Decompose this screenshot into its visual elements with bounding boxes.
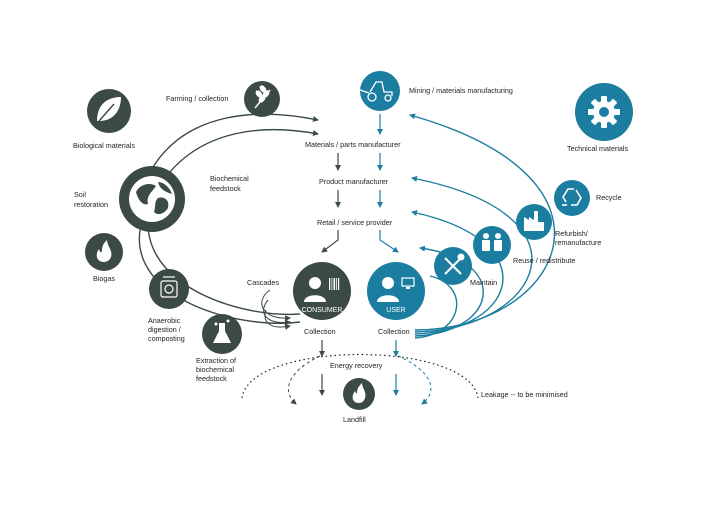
label-consumer: CONSUMER — [302, 307, 343, 314]
cascades-arrows — [261, 289, 291, 330]
label-collection-consumer: Collection — [304, 327, 336, 336]
node-farming — [244, 81, 280, 117]
label-refurbish-1: Refurbish/ — [555, 229, 588, 238]
node-anaerobic — [149, 269, 189, 309]
label-biogas: Biogas — [93, 274, 115, 283]
node-user: USER — [367, 262, 425, 320]
flame-icon — [96, 240, 112, 262]
node-soil-restoration — [119, 166, 185, 232]
label-cascades: Cascades — [247, 278, 279, 287]
node-landfill — [343, 378, 375, 410]
label-biochemical-feedstock-2: feedstock — [210, 184, 241, 193]
energy-recovery-arcs — [287, 355, 432, 405]
label-collection-user: Collection — [378, 327, 410, 336]
technical-cycle-arcs — [409, 113, 556, 339]
label-biochemical-feedstock-1: Biochemical — [210, 174, 249, 183]
label-refurbish-2: remanufacture — [555, 238, 601, 247]
label-farming: Farming / collection — [166, 94, 228, 103]
node-refurbish — [516, 204, 552, 240]
node-mining — [359, 71, 400, 111]
label-product-manufacturer: Product manufacturer — [319, 177, 389, 186]
node-biological-materials — [87, 89, 131, 133]
node-biogas — [85, 233, 123, 271]
flow-arrows — [319, 114, 399, 396]
people-icon — [482, 233, 502, 251]
flask-icon — [213, 319, 231, 343]
label-anaerobic-2: digestion / — [148, 325, 181, 334]
gear-icon — [588, 96, 620, 128]
recycle-icon — [562, 188, 582, 206]
biological-cycle-arcs — [138, 113, 319, 324]
label-maintain: Maintain — [470, 278, 497, 287]
label-technical-materials: Technical materials — [567, 144, 629, 153]
label-mining: Mining / materials manufacturing — [409, 86, 513, 95]
node-maintain — [434, 247, 472, 285]
node-technical-materials — [575, 83, 633, 141]
label-reuse: Reuse / redistribute — [513, 256, 575, 265]
label-anaerobic-1: Anaerobic — [148, 316, 181, 325]
label-retail: Retail / service provider — [317, 218, 393, 227]
tools-icon — [444, 253, 465, 275]
label-anaerobic-3: composting — [148, 334, 185, 343]
label-energy-recovery: Energy recovery — [330, 361, 383, 370]
label-landfill: Landfill — [343, 415, 366, 424]
flame-icon — [352, 383, 366, 403]
label-recycle: Recycle — [596, 193, 622, 202]
node-reuse — [473, 226, 511, 264]
label-biological-materials: Biological materials — [73, 141, 135, 150]
person-computer-icon — [377, 277, 415, 302]
node-consumer: CONSUMER — [293, 262, 351, 320]
leaf-icon — [97, 97, 121, 122]
person-barcode-icon — [304, 277, 340, 302]
digester-icon — [160, 276, 178, 298]
label-leakage: Leakage -- to be minimised — [481, 390, 568, 399]
label-soil-restoration-2: restoration — [74, 200, 108, 209]
node-extraction — [202, 314, 242, 354]
label-soil-restoration-1: Soil — [74, 190, 86, 199]
tractor-icon — [359, 81, 393, 102]
globe-icon — [136, 182, 172, 215]
label-user: USER — [386, 307, 405, 314]
label-extraction-3: feedstock — [196, 374, 227, 383]
wheat-icon — [254, 85, 271, 109]
label-materials-parts: Materials / parts manufacturer — [305, 140, 401, 149]
label-extraction-1: Extraction of — [196, 356, 236, 365]
node-recycle — [554, 180, 590, 216]
factory-icon — [524, 211, 544, 231]
label-extraction-2: biochemical — [196, 365, 234, 374]
